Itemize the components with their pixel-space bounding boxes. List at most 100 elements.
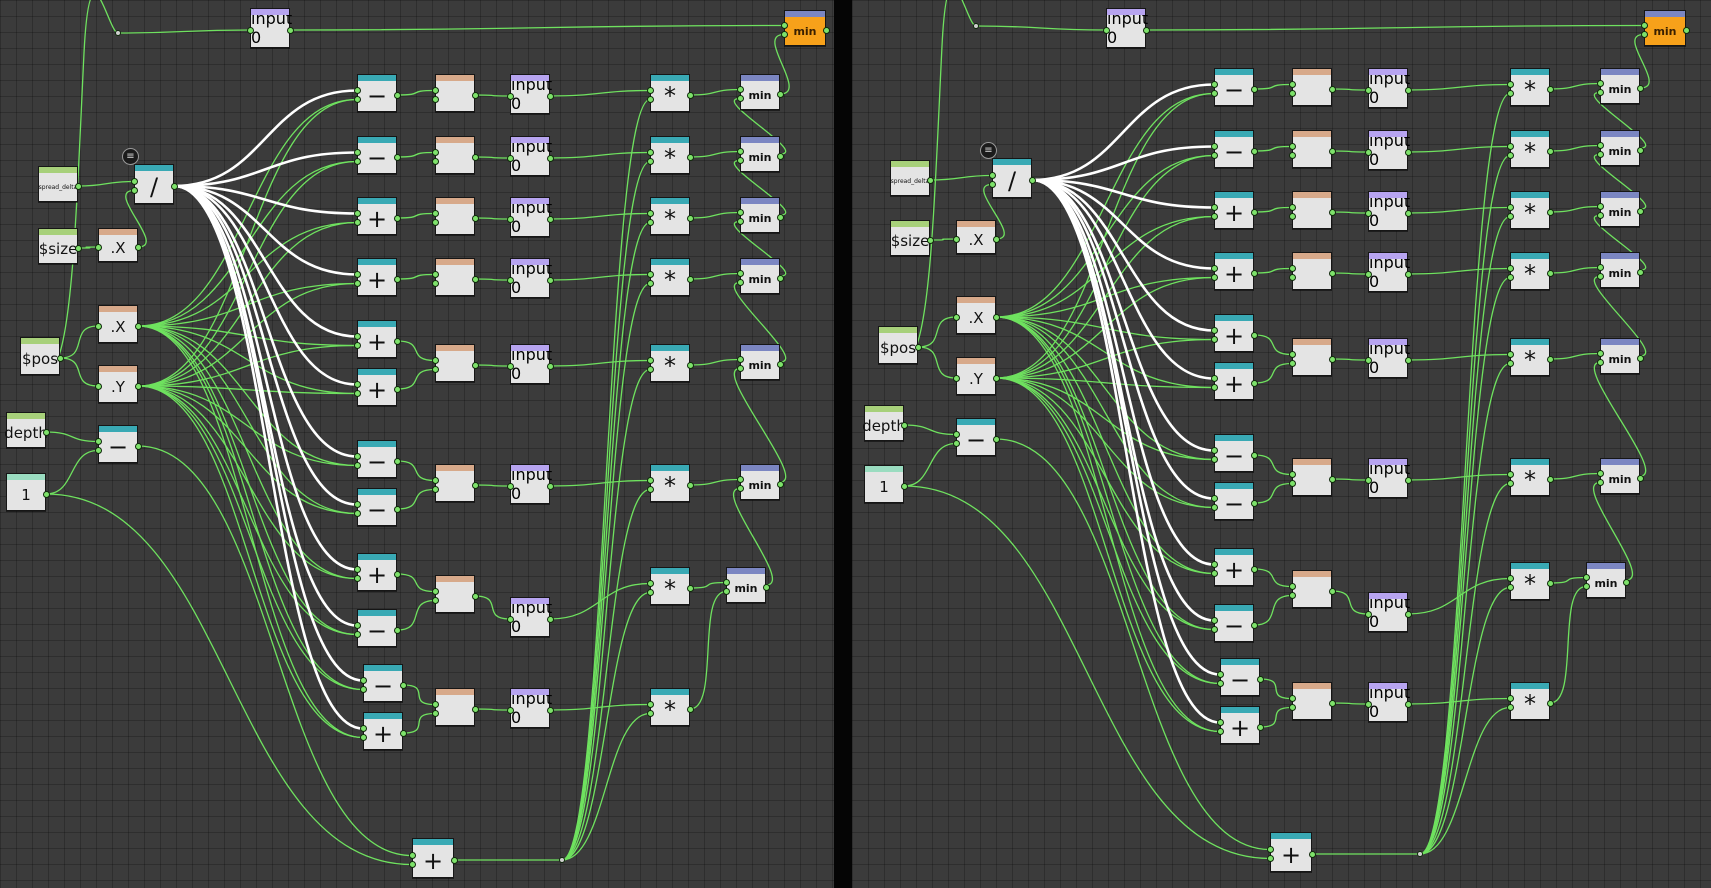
input-port[interactable] xyxy=(1288,274,1296,281)
x-wire[interactable] xyxy=(137,325,358,347)
output-port[interactable] xyxy=(74,182,82,190)
switch-wire[interactable] xyxy=(474,94,511,97)
input-port[interactable] xyxy=(722,588,730,595)
depth-wire[interactable] xyxy=(1419,215,1511,855)
depth-wire[interactable] xyxy=(561,98,651,861)
x-wire[interactable] xyxy=(983,183,1005,240)
input-port[interactable] xyxy=(431,597,439,604)
output-port[interactable] xyxy=(1546,85,1554,93)
output-port[interactable] xyxy=(1250,379,1258,387)
mul-wire[interactable] xyxy=(689,581,727,589)
input-port[interactable] xyxy=(1596,151,1604,158)
y-wire[interactable] xyxy=(137,385,364,739)
input-port[interactable] xyxy=(431,280,439,287)
input-port[interactable] xyxy=(646,210,654,217)
x-wire[interactable] xyxy=(137,325,358,636)
output-port[interactable] xyxy=(393,153,401,161)
input-port[interactable] xyxy=(246,26,254,34)
input-port[interactable] xyxy=(1288,583,1296,590)
input-port[interactable] xyxy=(988,172,996,179)
spread-wire[interactable] xyxy=(929,174,993,181)
switch-node[interactable] xyxy=(435,74,475,112)
switch-wire[interactable] xyxy=(474,595,511,620)
input-port[interactable] xyxy=(1506,90,1514,97)
output-port[interactable] xyxy=(1404,209,1412,217)
input-port[interactable] xyxy=(359,677,367,684)
depth-wire[interactable] xyxy=(1419,586,1511,855)
input-port[interactable] xyxy=(736,148,744,155)
pos-wire[interactable] xyxy=(59,357,99,387)
thumb-wire[interactable] xyxy=(549,359,651,367)
input-port[interactable] xyxy=(431,271,439,278)
min-chain-wire[interactable] xyxy=(1593,275,1647,357)
input-thumbnail-node[interactable]: input 0 xyxy=(1106,8,1148,48)
subtract-node[interactable]: − xyxy=(956,418,996,456)
x-wire[interactable] xyxy=(995,316,1215,509)
input-thumbnail-node[interactable]: input 0 xyxy=(1368,68,1410,108)
depth-wire[interactable] xyxy=(995,438,1271,851)
top-wire[interactable] xyxy=(1145,24,1645,31)
switch-node[interactable] xyxy=(435,136,475,174)
math-op-node[interactable]: + xyxy=(357,320,397,358)
input-port[interactable] xyxy=(353,149,361,156)
switch-wire[interactable] xyxy=(1331,702,1369,705)
add-node[interactable]: + xyxy=(412,838,454,878)
input-port[interactable] xyxy=(1266,846,1274,853)
input-port[interactable] xyxy=(353,622,361,629)
output-port[interactable] xyxy=(393,275,401,283)
output-port[interactable] xyxy=(1250,451,1258,459)
input-port[interactable] xyxy=(1210,375,1218,382)
input-port[interactable] xyxy=(1210,152,1218,159)
input-port[interactable] xyxy=(646,580,654,587)
thumb-wire[interactable] xyxy=(1407,353,1511,361)
output-port[interactable] xyxy=(1636,268,1644,276)
output-port[interactable] xyxy=(134,382,142,390)
input-port[interactable] xyxy=(506,92,514,100)
switch-wire[interactable] xyxy=(1331,478,1369,481)
input-port[interactable] xyxy=(736,485,744,492)
input-thumbnail-node[interactable]: input 0 xyxy=(250,8,292,48)
math-op-node[interactable]: + xyxy=(1220,706,1260,744)
input-port[interactable] xyxy=(736,157,744,164)
input-port[interactable] xyxy=(1506,695,1514,702)
output-port[interactable] xyxy=(762,583,770,591)
output-port[interactable] xyxy=(134,442,142,450)
input-thumbnail-node[interactable]: input 0 xyxy=(1368,682,1410,722)
input-port[interactable] xyxy=(646,280,654,287)
x-wire[interactable] xyxy=(995,154,1215,318)
input-port[interactable] xyxy=(1210,274,1218,281)
input-thumbnail-node[interactable]: input 0 xyxy=(510,197,552,237)
input-thumbnail-node[interactable]: input 0 xyxy=(1368,191,1410,231)
divide-node[interactable]: / xyxy=(992,158,1032,198)
output-port[interactable] xyxy=(134,322,142,330)
input-port[interactable] xyxy=(1210,495,1218,502)
input-port[interactable] xyxy=(1596,203,1604,210)
mul-wire[interactable] xyxy=(689,358,741,366)
output-port[interactable] xyxy=(546,706,554,714)
depth-wire[interactable] xyxy=(561,221,651,861)
input-port[interactable] xyxy=(988,181,996,188)
pos-node[interactable]: $pos xyxy=(20,337,60,375)
output-port[interactable] xyxy=(1546,475,1554,483)
output-port[interactable] xyxy=(1328,85,1336,93)
selected-wire[interactable] xyxy=(1031,178,1215,566)
input-port[interactable] xyxy=(646,366,654,373)
min-chain-wire[interactable] xyxy=(733,220,787,277)
thumb-wire[interactable] xyxy=(549,151,651,159)
input-port[interactable] xyxy=(431,87,439,94)
input-port[interactable] xyxy=(1210,384,1218,391)
min-node[interactable]: min xyxy=(1600,338,1640,374)
depth-wire[interactable] xyxy=(1419,706,1511,855)
math-op-node[interactable]: − xyxy=(1214,130,1254,168)
y-wire[interactable] xyxy=(995,338,1215,379)
input-port[interactable] xyxy=(431,486,439,493)
selected-wire[interactable] xyxy=(1031,178,1215,500)
input-port[interactable] xyxy=(359,686,367,693)
input-port[interactable] xyxy=(408,852,416,859)
output-port[interactable] xyxy=(686,705,694,713)
switch-wire[interactable] xyxy=(1331,88,1369,91)
thumb-wire[interactable] xyxy=(549,703,651,711)
op-wire[interactable] xyxy=(396,573,436,593)
selected-wire[interactable] xyxy=(173,184,364,730)
output-min-node[interactable]: min xyxy=(784,10,826,46)
